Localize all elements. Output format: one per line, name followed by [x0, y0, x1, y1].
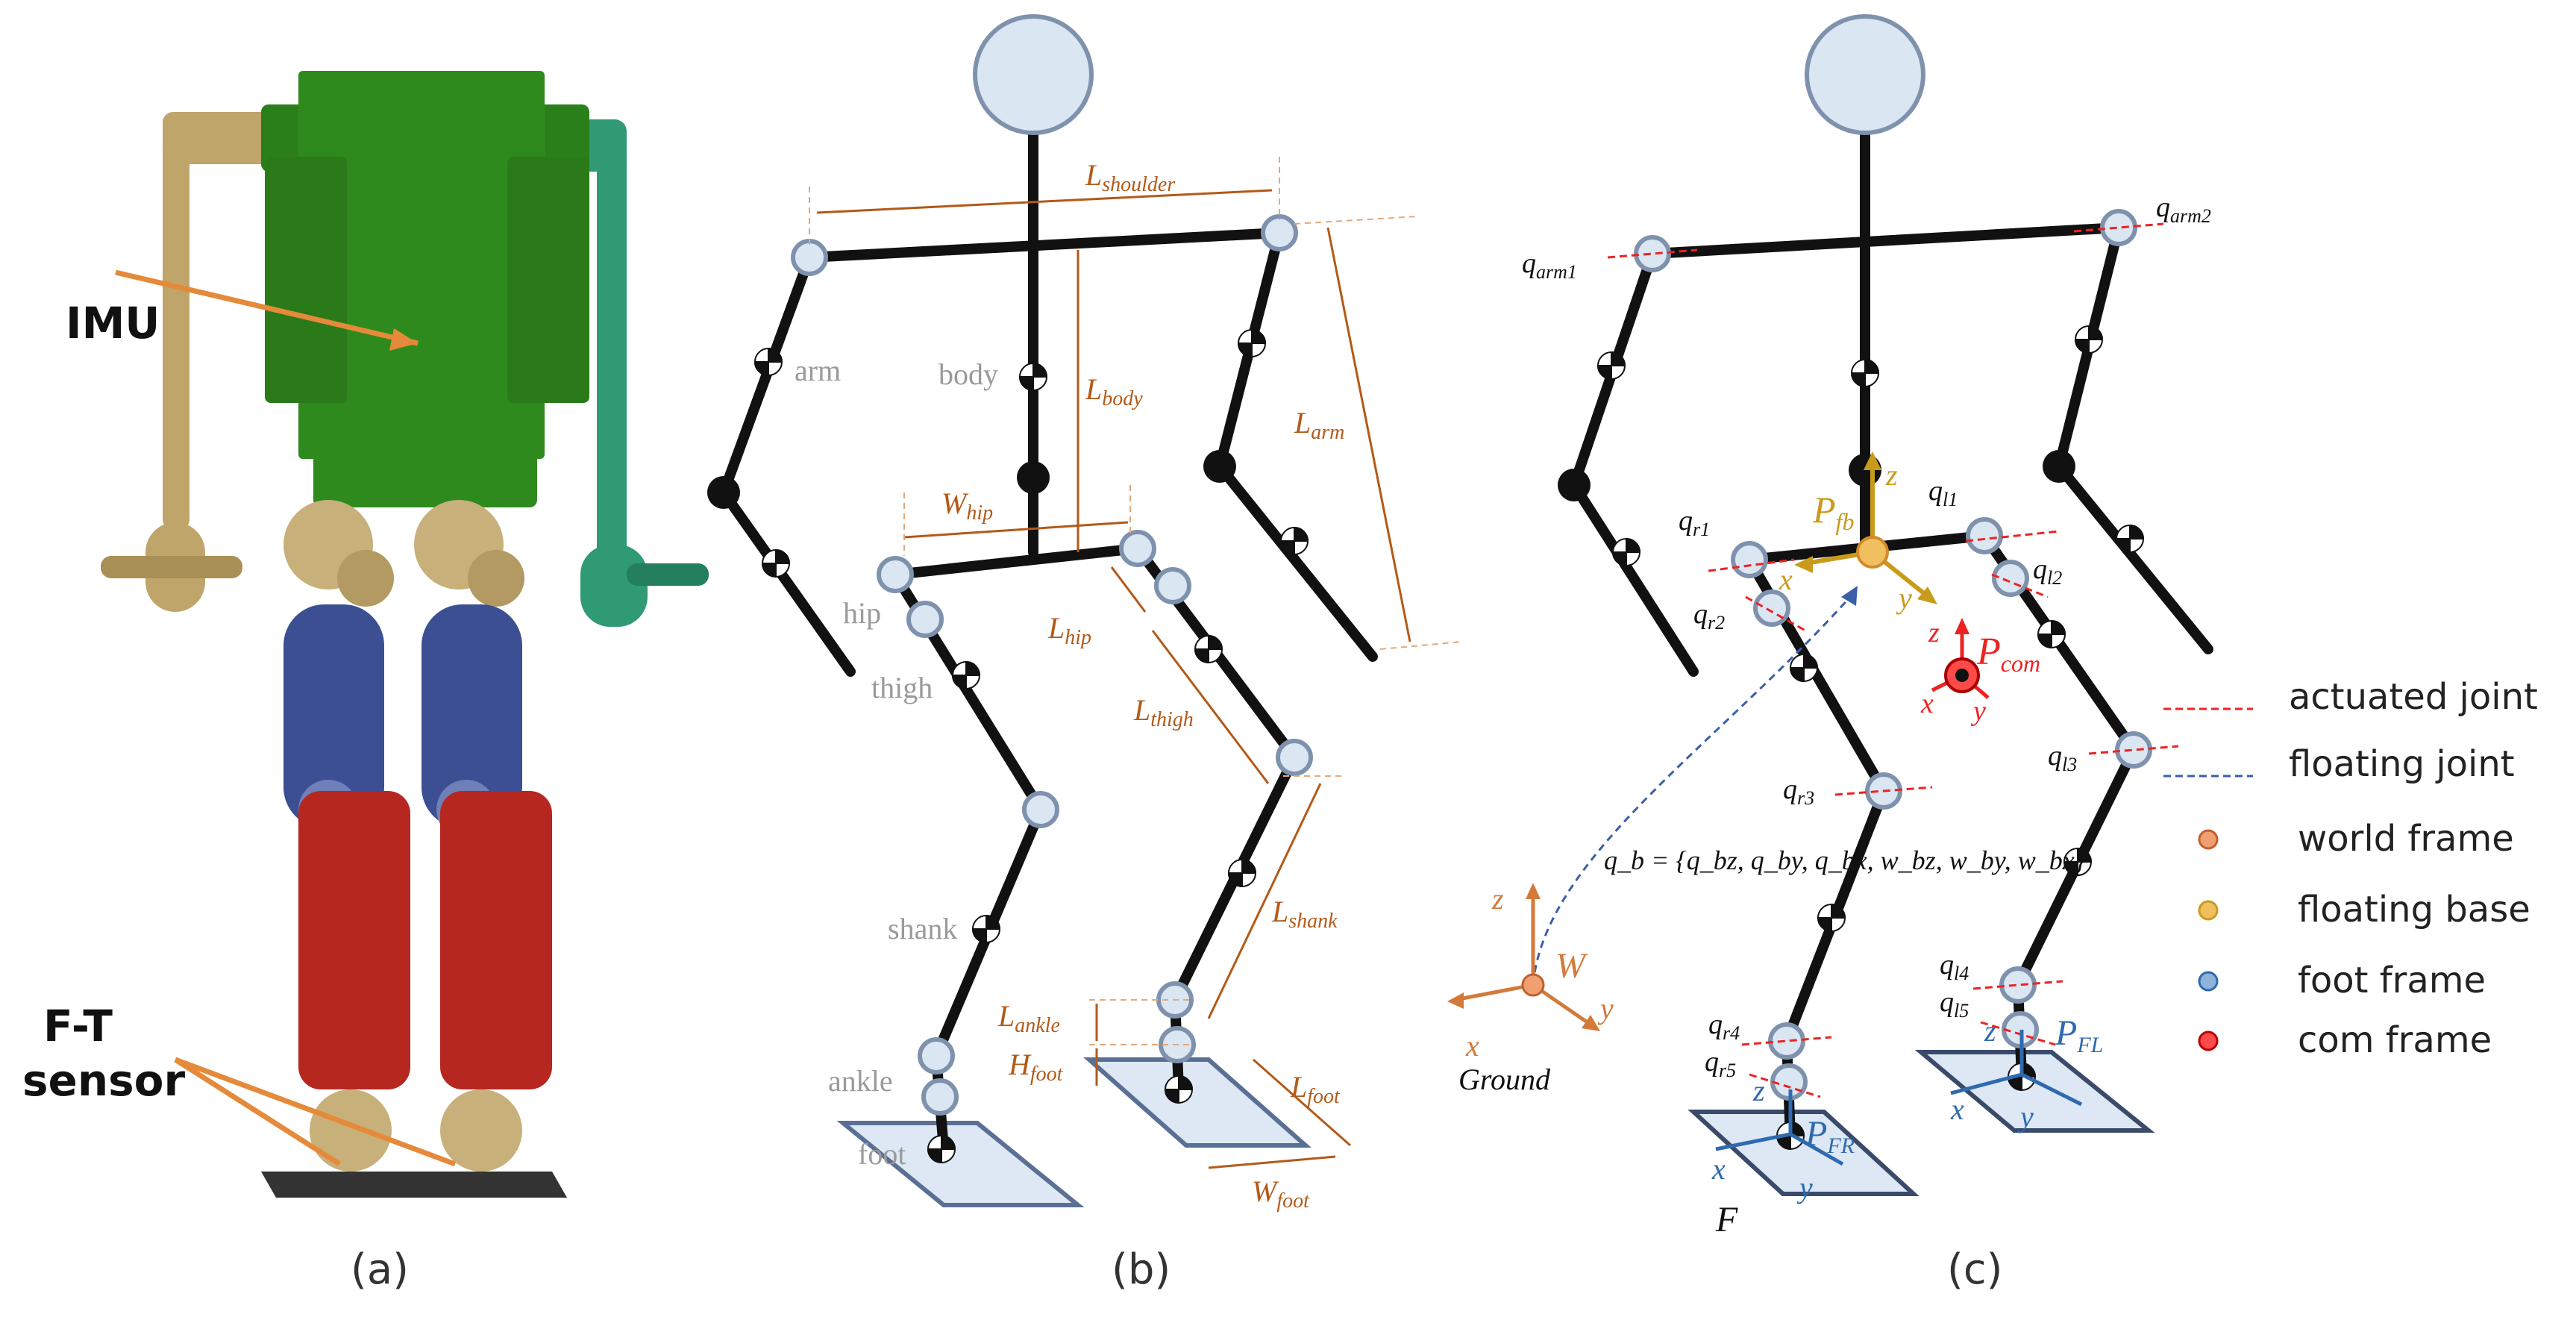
ft-arrow-2: [174, 1057, 457, 1167]
com-frame: Pcom z x y: [1920, 617, 2040, 727]
dim-foot-length: Lfoot: [1290, 1070, 1341, 1108]
fb-axis-z: z: [1885, 458, 1898, 492]
seg-foot: foot: [858, 1137, 906, 1171]
dim-shoulder: Lshoulder: [1085, 158, 1175, 196]
legend: actuated joint floating joint world fram…: [2163, 676, 2538, 1061]
fl-axis-x: x: [1950, 1092, 1964, 1126]
dim-foot-height: Hfoot: [1008, 1048, 1064, 1086]
torso: [261, 71, 589, 507]
fb-axis-x: x: [1779, 563, 1793, 596]
fb-axis-y: y: [1896, 581, 1912, 615]
ft-label-line1: F-T: [43, 1001, 113, 1051]
qb-equation: q_b = {q_bz, q_by, q_bx, w_bz, w_by, w_b…: [1604, 845, 2086, 875]
dim-body: Lbody: [1085, 372, 1143, 410]
legend-com-dot: [2198, 1030, 2219, 1051]
legend-foot-dot: [2198, 971, 2219, 992]
p-com-label: Pcom: [1976, 631, 2040, 677]
ground-label: Ground: [1458, 1063, 1551, 1096]
q-r4: qr4: [1708, 1009, 1740, 1044]
world-frame: W z x y Ground: [1447, 586, 1858, 1096]
actuated-joint-marks: [1607, 222, 2179, 1098]
com-axis-y: y: [1970, 695, 1986, 727]
q-r5: qr5: [1705, 1046, 1736, 1081]
shanks: [298, 791, 552, 1089]
q-l3: ql3: [2048, 740, 2077, 775]
legend-actuated: actuated joint: [2289, 676, 2538, 718]
fl-axis-y: y: [2017, 1100, 2034, 1133]
foot-frame-right: PFR x y z: [1711, 1074, 1855, 1204]
seg-ankle: ankle: [828, 1064, 893, 1098]
floating-base-frame: Pfb z x y: [1779, 451, 1937, 615]
com-axis-x: x: [1920, 688, 1934, 719]
legend-world-dot: [2198, 829, 2219, 850]
panel-b-skeleton: arm body hip thigh shank ankle foot: [707, 14, 1463, 1294]
p-fl-label: PFL: [2055, 1013, 2103, 1057]
foot-plate-left: [1083, 1057, 1311, 1148]
floating-joint-curve: [1532, 595, 1852, 986]
seg-shank: shank: [888, 912, 957, 945]
caption-b: (b): [1112, 1245, 1171, 1294]
legend-floating-base: floating base: [2298, 889, 2530, 931]
caption-c: (c): [1947, 1245, 2002, 1294]
hip-joints: [283, 500, 524, 607]
foot-frame-left: PFL x y z: [1950, 1013, 2103, 1133]
fr-axis-x: x: [1711, 1152, 1726, 1186]
force-label: F: [1715, 1200, 1738, 1239]
seg-hip: hip: [843, 596, 881, 630]
head: [973, 14, 1094, 135]
dim-hip-length: Lhip: [1047, 611, 1091, 649]
q-arm1: qarm1: [1522, 248, 1577, 283]
seg-arm: arm: [795, 354, 841, 387]
imu-label: IMU: [66, 298, 160, 348]
world-label: W: [1555, 946, 1588, 986]
legend-foot: foot frame: [2298, 960, 2486, 1001]
dimension-lines: [809, 157, 1463, 1169]
dim-foot-width: Wfoot: [1252, 1175, 1310, 1213]
panel-a-robot: IMU F-T sensor (a): [22, 71, 709, 1294]
dim-shank: Lshank: [1271, 895, 1338, 933]
ankles-feet: [261, 1089, 567, 1198]
dim-ankle: Lankle: [997, 999, 1060, 1037]
caption-a: (a): [351, 1245, 409, 1294]
floating-base-dot: [1856, 536, 1889, 569]
panel-c-frames: qarm1 qarm2 qr1 qr2 qr3 qr4 qr5 ql1 ql2 …: [1447, 14, 2538, 1294]
legend-floating-base-dot: [2198, 900, 2219, 921]
q-l5: ql5: [1940, 986, 1969, 1022]
legend-world: world frame: [2298, 818, 2514, 860]
seg-body: body: [938, 357, 998, 391]
q-l2: ql2: [2033, 554, 2062, 589]
com-markers-b: [753, 328, 1309, 1164]
dim-thigh: Lthigh: [1133, 693, 1194, 731]
q-l4: ql4: [1940, 949, 1969, 984]
seg-thigh: thigh: [871, 671, 933, 704]
fr-axis-y: y: [1796, 1171, 1813, 1204]
p-fb-label: Pfb: [1812, 489, 1854, 535]
fl-axis-z: z: [1984, 1014, 1996, 1048]
p-fr-label: PFR: [1805, 1114, 1855, 1158]
fr-axis-z: z: [1752, 1074, 1765, 1107]
world-axis-y: y: [1597, 992, 1614, 1025]
ft-label-line2: sensor: [22, 1055, 186, 1106]
ft-arrow-1: [174, 1057, 341, 1166]
q-r2: qr2: [1693, 598, 1725, 634]
com-axis-z: z: [1928, 617, 1940, 648]
legend-com: com frame: [2298, 1019, 2492, 1061]
dim-hip-width: Whip: [941, 487, 993, 525]
foot-plate-left-c: [1914, 1050, 2155, 1133]
q-arm2: qarm2: [2156, 192, 2211, 227]
dim-arm: Larm: [1294, 406, 1344, 444]
q-r1: qr1: [1679, 505, 1710, 540]
legend-floating: floating joint: [2289, 743, 2515, 785]
imu-arrow: [115, 269, 419, 346]
foot-plate-right: [836, 1121, 1085, 1207]
foot-plate-right-c: [1687, 1110, 1920, 1196]
world-axis-x: x: [1465, 1029, 1479, 1063]
head-c: [1805, 14, 1925, 135]
world-axis-z: z: [1491, 882, 1504, 916]
q-r3: qr3: [1783, 774, 1814, 809]
q-l1: ql1: [1928, 475, 1958, 510]
